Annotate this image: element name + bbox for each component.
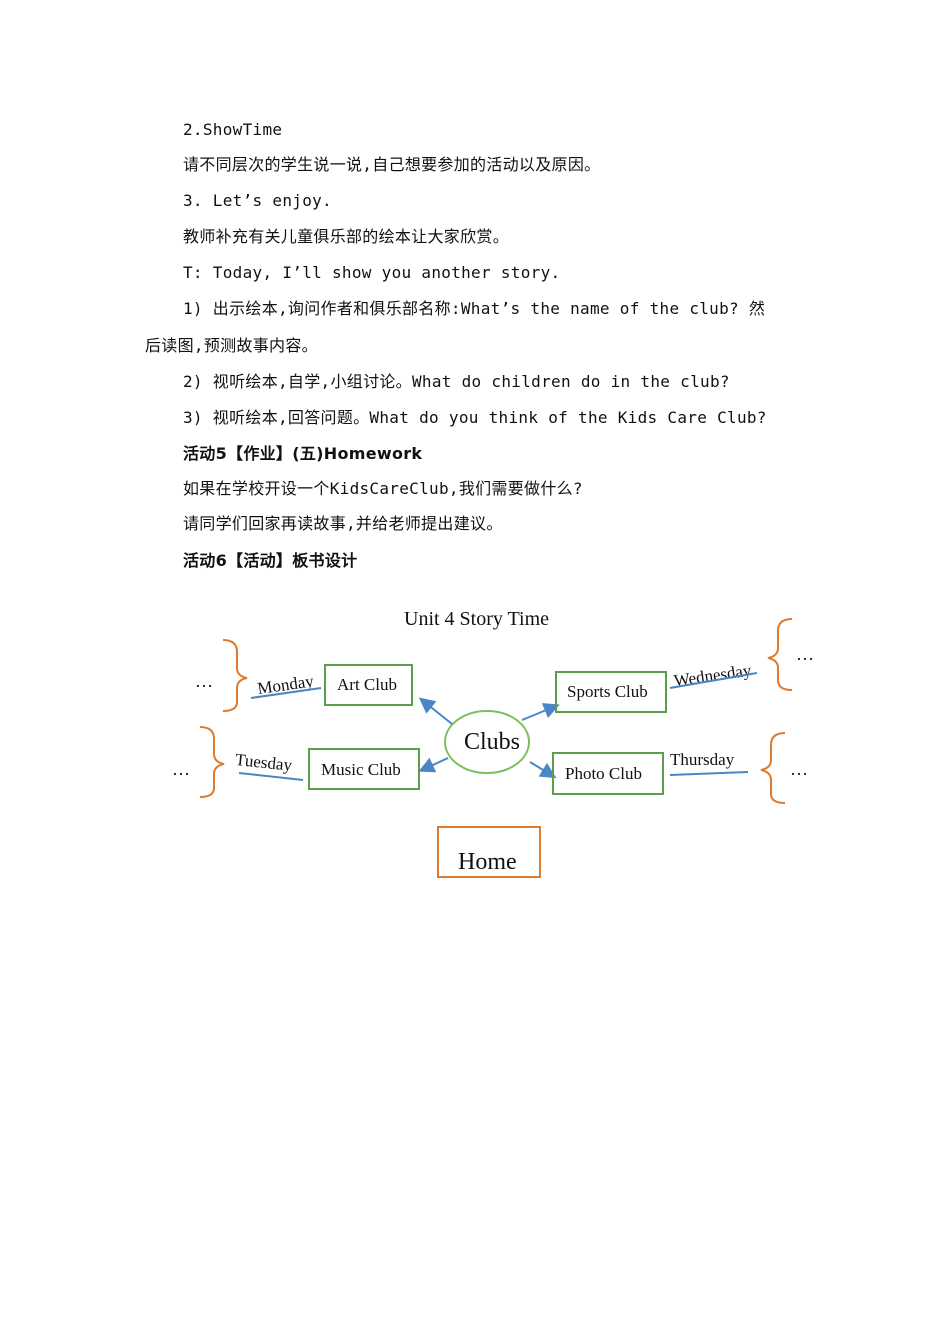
ellipsis-right-bottom: … — [790, 759, 808, 779]
music-club-label: Music Club — [321, 760, 401, 779]
bracket-left-top — [222, 639, 248, 712]
monday-label: Monday — [256, 671, 315, 698]
home-box — [437, 826, 541, 878]
paragraph-picture-book: 教师补充有关儿童俱乐部的绘本让大家欣赏。 — [183, 227, 510, 246]
sports-club-label: Sports Club — [567, 682, 648, 701]
bracket-right-bottom — [760, 732, 786, 804]
photo-club-label: Photo Club — [565, 764, 642, 783]
board-title: Unit 4 Story Time — [404, 608, 549, 630]
clubs-label: Clubs — [464, 729, 520, 755]
thursday-link-line — [669, 771, 749, 776]
ellipsis-right-top: … — [796, 644, 814, 664]
heading-activity-5: 活动5【作业】(五)Homework — [183, 444, 423, 463]
paragraph-teacher-line: T: Today, I’ll show you another story. — [183, 263, 561, 282]
wednesday-link-line — [669, 672, 758, 689]
arrow-to-photo-club — [529, 761, 557, 779]
paragraph-lets-enjoy: 3. Let’s enjoy. — [183, 191, 332, 210]
paragraph-step-2: 2) 视听绘本,自学,小组讨论。What do children do in t… — [183, 372, 730, 391]
music-club-box — [308, 748, 420, 790]
paragraph-homework-question: 如果在学校开设一个KidsCareClub,我们需要做什么? — [183, 479, 583, 498]
heading-activity-6: 活动6【活动】板书设计 — [183, 551, 358, 570]
tuesday-link-line — [238, 772, 304, 781]
arrow-to-music-club — [418, 757, 449, 773]
monday-link-line — [250, 687, 322, 699]
clubs-ellipse — [444, 710, 530, 774]
paragraph-showtime: 2.ShowTime — [183, 120, 283, 139]
paragraph-homework-task: 请同学们回家再读故事,并给老师提出建议。 — [183, 514, 503, 533]
tuesday-label: Tuesday — [234, 750, 293, 775]
arrow-to-art-club — [418, 697, 453, 725]
art-club-box — [324, 664, 413, 706]
paragraph-step-3: 3) 视听绘本,回答问题。What do you think of the Ki… — [183, 408, 767, 427]
home-label: Home — [458, 849, 517, 875]
paragraph-step-1: 1) 出示绘本,询问作者和俱乐部名称:What’s the name of th… — [183, 299, 766, 318]
photo-club-box — [552, 752, 664, 795]
bracket-right-top — [767, 618, 793, 691]
art-club-label: Art Club — [337, 675, 397, 694]
bracket-left-bottom — [199, 726, 225, 798]
arrow-to-sports-club — [521, 703, 560, 721]
paragraph-step-1-cont: 后读图,预测故事内容。 — [145, 336, 318, 355]
paragraph-showtime-instruction: 请不同层次的学生说一说,自己想要参加的活动以及原因。 — [183, 155, 601, 174]
ellipsis-left-top: … — [195, 671, 213, 691]
ellipsis-left-bottom: … — [172, 759, 190, 779]
sports-club-box — [555, 671, 667, 713]
thursday-label: Thursday — [670, 750, 735, 769]
